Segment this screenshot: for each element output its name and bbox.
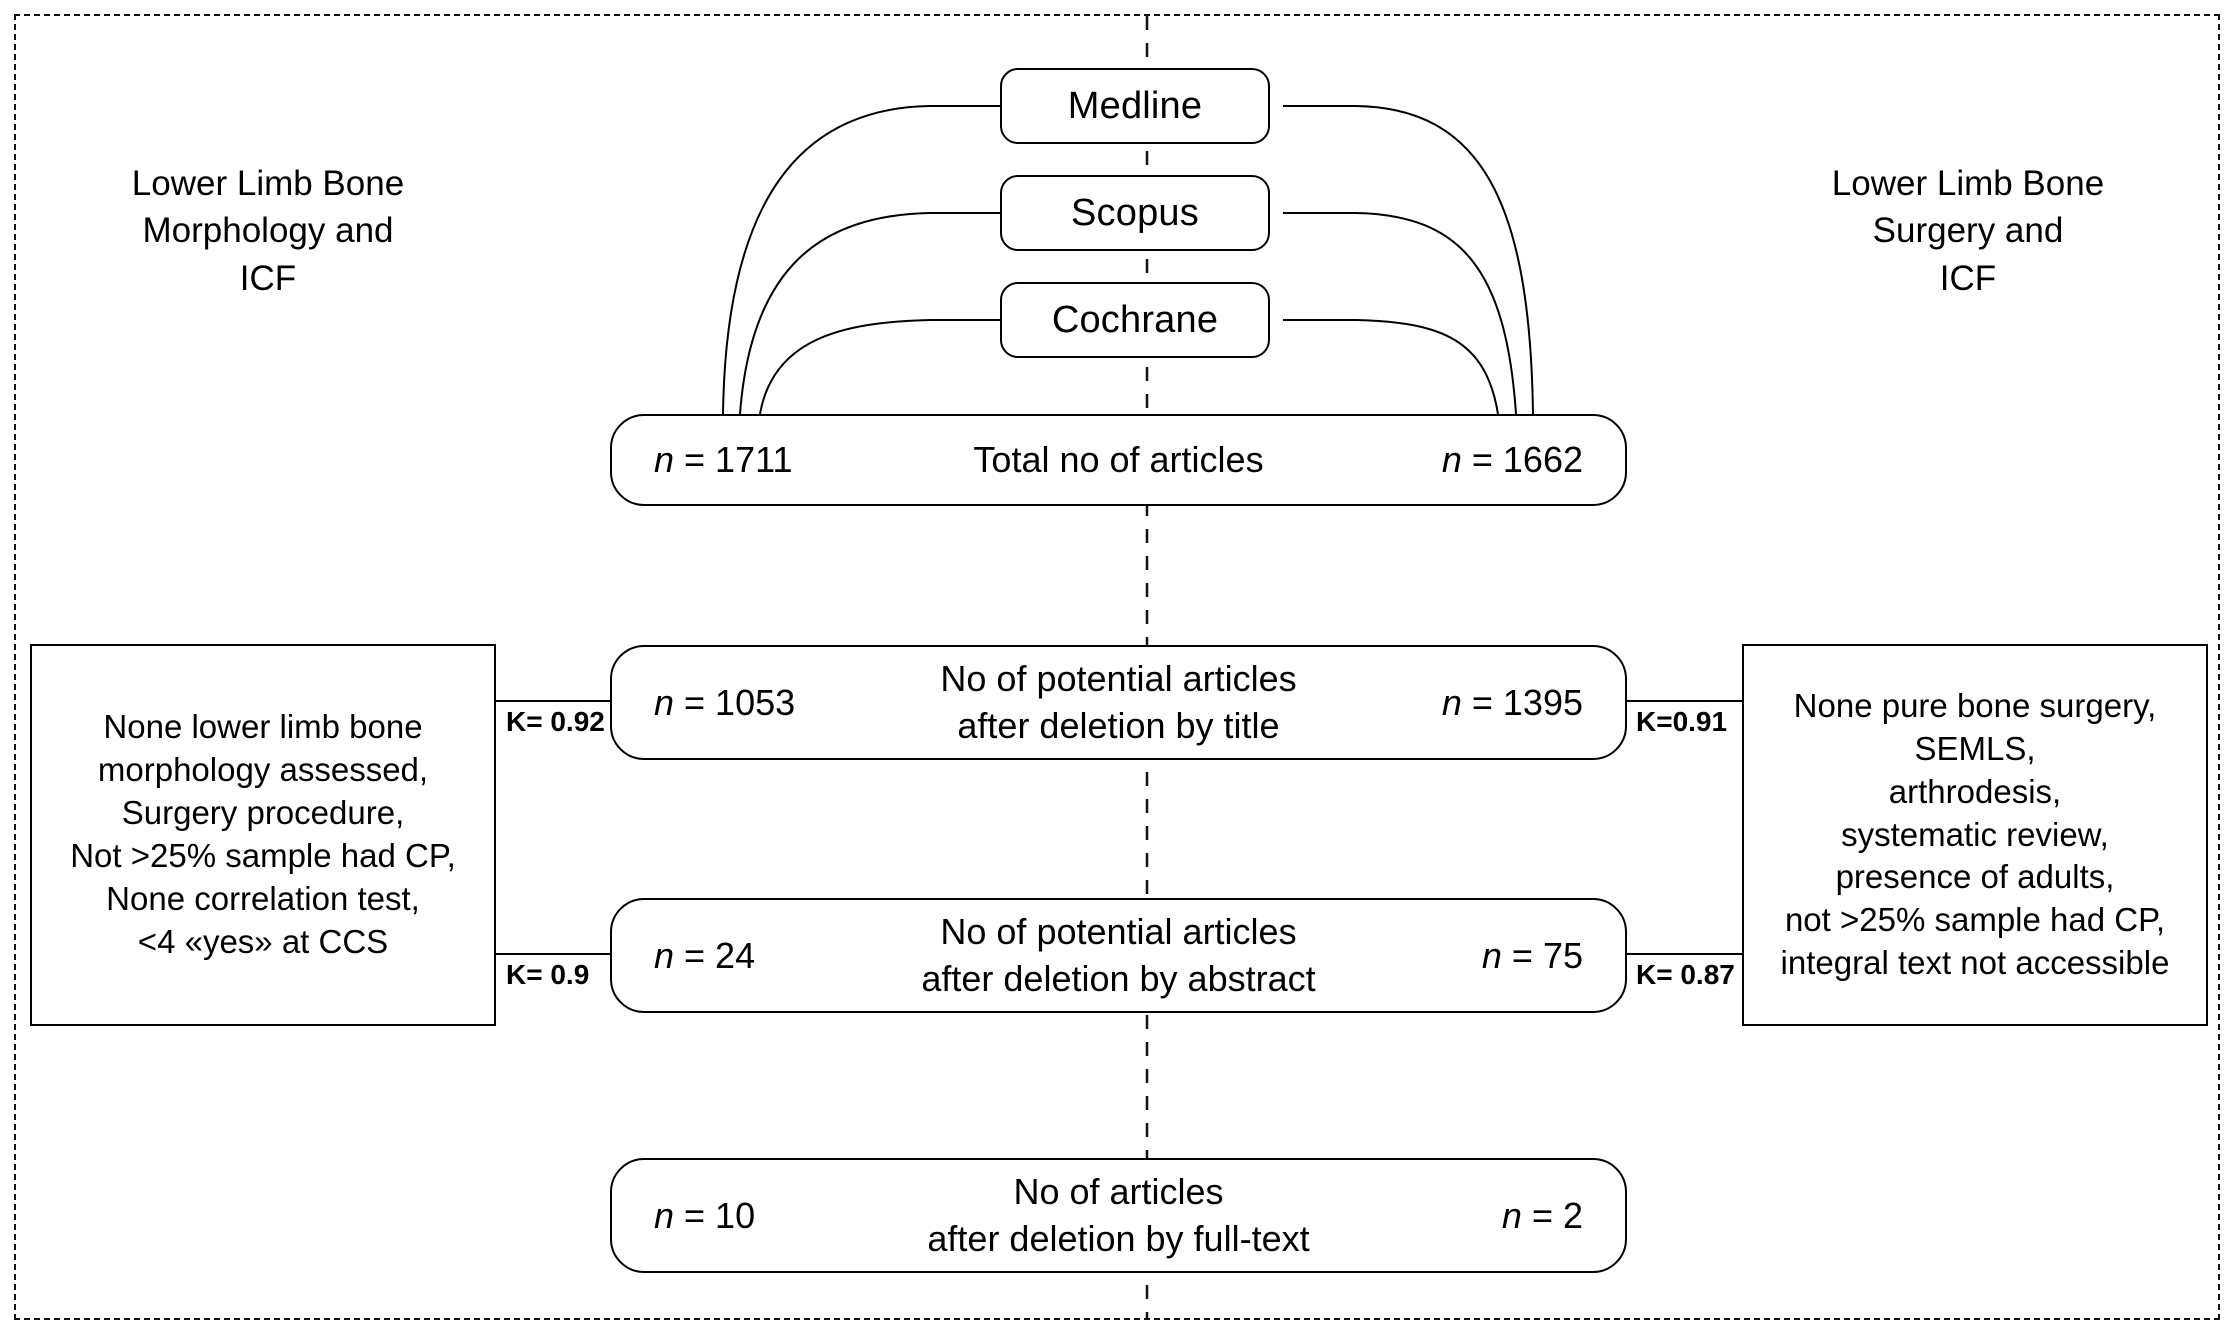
curve-medline-right [1283, 105, 1534, 415]
curve-scopus-left [739, 212, 1000, 415]
stage-title-right-count: n = 1395 [1441, 681, 1583, 723]
kappa-right-abstract: K= 0.87 [1634, 959, 1737, 991]
exclusion-text-left: None lower limb bone morphology assessed… [70, 708, 456, 960]
stage-fulltext-left-count: n = 10 [654, 1194, 756, 1236]
database-label-medline: Medline [1067, 84, 1203, 127]
stage-box-total[interactable]: n = 1711 Total no of articles n = 1662 [610, 414, 1627, 506]
database-label-scopus: Scopus [1071, 191, 1199, 234]
stage-title-left-count: n = 1053 [654, 681, 796, 723]
stage-title-label: No of potential articles after deletion … [940, 658, 1297, 746]
exclusion-box-right[interactable]: None pure bone surgery, SEMLS, arthrodes… [1742, 644, 2208, 1026]
exclusion-box-left[interactable]: None lower limb bone morphology assessed… [30, 644, 496, 1026]
stage-fulltext-label: No of articles after deletion by full-te… [927, 1171, 1310, 1259]
database-label-cochrane: Cochrane [1051, 298, 1219, 341]
kappa-left-title: K= 0.92 [504, 706, 607, 738]
database-box-cochrane[interactable]: Cochrane [1000, 282, 1270, 358]
curve-cochrane-left [759, 319, 1000, 415]
curve-scopus-right [1283, 212, 1517, 415]
stage-total-left-count: n = 1711 [654, 439, 793, 480]
right-column-heading: Lower Limb Bone Surgery and ICF [1831, 164, 2105, 298]
database-box-medline[interactable]: Medline [1000, 68, 1270, 144]
kappa-right-title: K=0.91 [1634, 706, 1730, 738]
stage-abstract-left-count: n = 24 [654, 934, 756, 976]
stage-box-by-fulltext[interactable]: n = 10 No of articles after deletion by … [610, 1158, 1627, 1273]
kappa-left-abstract: K= 0.9 [504, 959, 592, 991]
stage-box-by-abstract[interactable]: n = 24 No of potential articles after de… [610, 898, 1627, 1013]
stage-abstract-right-count: n = 75 [1481, 934, 1583, 976]
curve-cochrane-right [1283, 319, 1499, 415]
stage-total-right-count: n = 1662 [1441, 439, 1583, 480]
left-column-heading: Lower Limb Bone Morphology and ICF [131, 164, 405, 298]
database-box-scopus[interactable]: Scopus [1000, 175, 1270, 251]
curve-medline-left [722, 105, 1000, 415]
stage-box-by-title[interactable]: n = 1053 No of potential articles after … [610, 645, 1627, 760]
stage-fulltext-right-count: n = 2 [1501, 1194, 1583, 1236]
exclusion-text-right: None pure bone surgery, SEMLS, arthrodes… [1780, 686, 2170, 982]
stage-abstract-label: No of potential articles after deletion … [921, 911, 1316, 999]
stage-total-label: Total no of articles [973, 438, 1264, 480]
